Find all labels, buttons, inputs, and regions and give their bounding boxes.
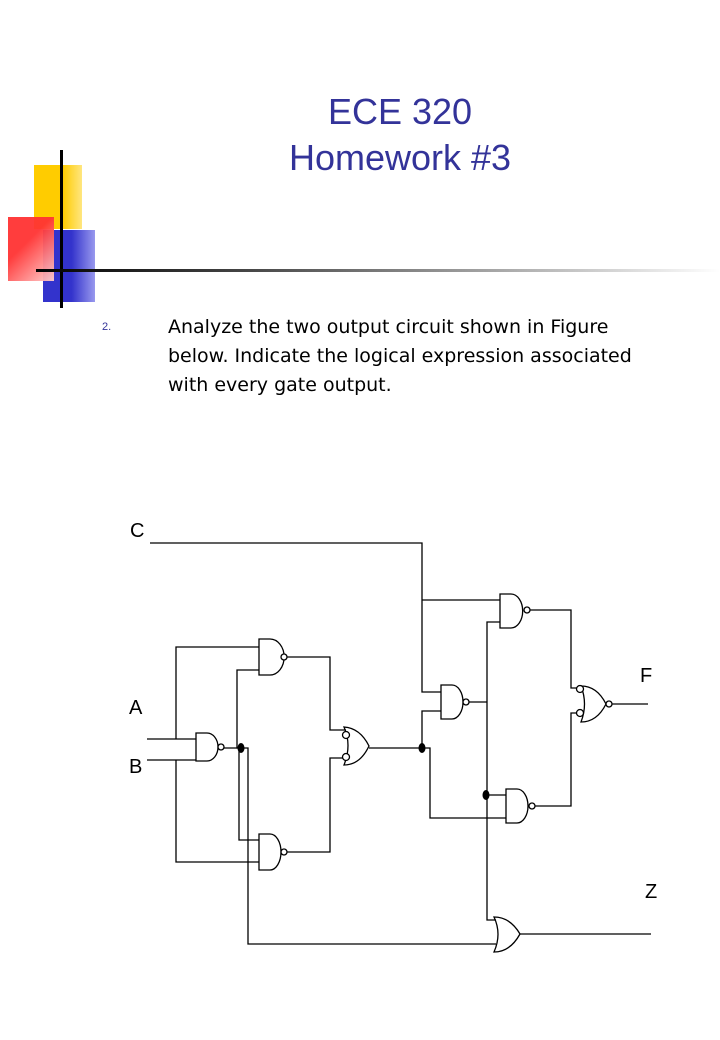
problem-line: below. Indicate the logical expression a… bbox=[168, 345, 632, 367]
nand-gate-4 bbox=[440, 684, 470, 720]
output-gate-f bbox=[575, 684, 613, 723]
decor-vertical-line bbox=[60, 150, 63, 308]
nand-gate-6 bbox=[505, 788, 536, 824]
input-label-a: A bbox=[129, 697, 143, 719]
nand-gate-1 bbox=[195, 732, 225, 762]
slide-title: ECE 320 bbox=[327, 91, 473, 132]
nand-gate-5 bbox=[499, 593, 531, 629]
input-label-b: B bbox=[129, 756, 142, 778]
or-gate-inverted-inputs bbox=[341, 726, 370, 766]
junction-dots bbox=[237, 743, 490, 800]
problem-statement: Analyze the two output circuit shown in … bbox=[168, 313, 708, 400]
item-number: 2. bbox=[102, 321, 112, 333]
or-gate-z bbox=[492, 916, 521, 953]
input-label-c: C bbox=[130, 520, 144, 542]
wires bbox=[147, 542, 651, 945]
output-label-f: F bbox=[640, 665, 652, 687]
slide-subtitle: Homework #3 bbox=[288, 137, 512, 178]
nand-gate-3 bbox=[258, 833, 288, 871]
problem-line: Analyze the two output circuit shown in … bbox=[168, 316, 609, 338]
problem-line: with every gate output. bbox=[168, 374, 392, 396]
nand-gate-2 bbox=[258, 638, 288, 676]
output-label-z: Z bbox=[645, 881, 657, 903]
decor-horizontal-line bbox=[36, 269, 720, 272]
